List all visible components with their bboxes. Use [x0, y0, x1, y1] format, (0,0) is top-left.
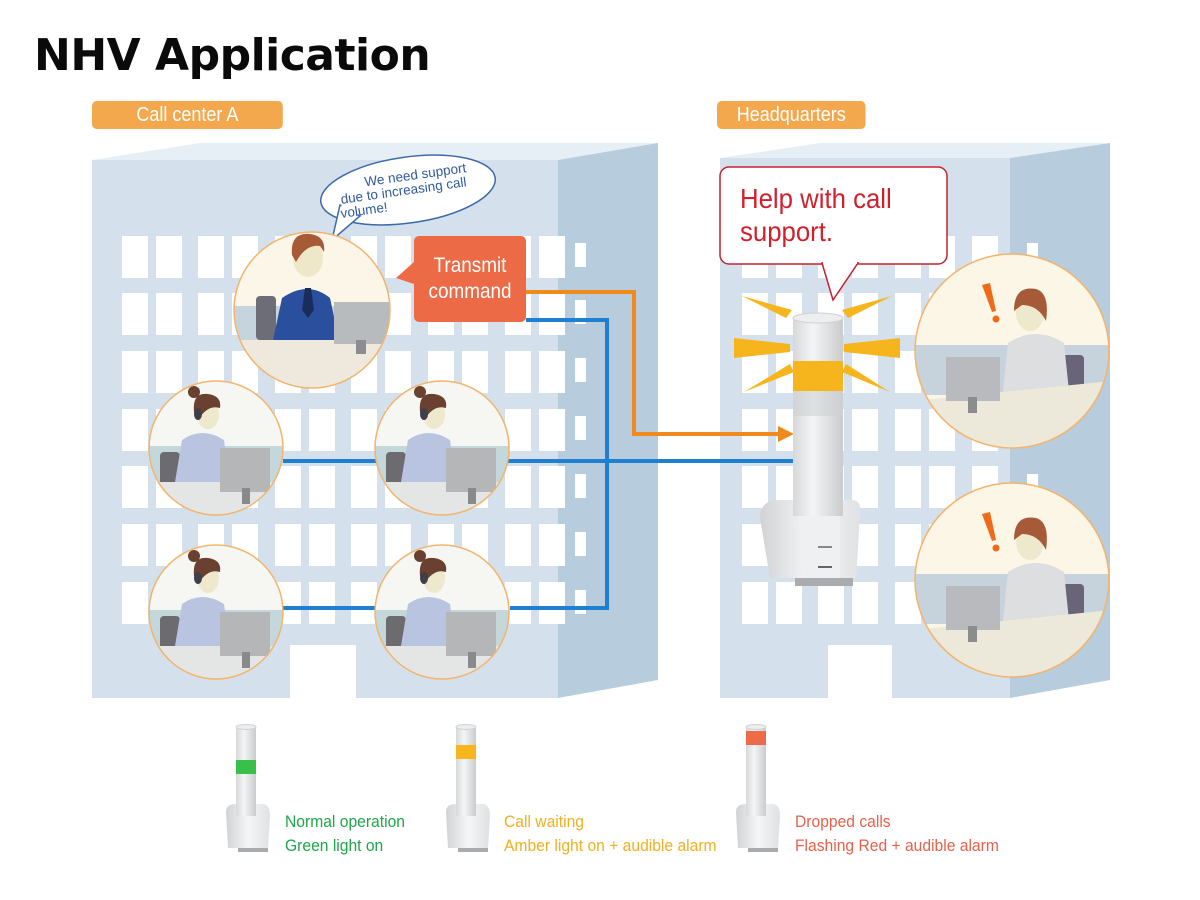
legend-green-light	[236, 760, 256, 774]
window	[122, 236, 148, 278]
window	[122, 466, 148, 508]
legend-tower-amber	[446, 724, 490, 852]
legend-state: Dropped calls	[795, 812, 891, 831]
exclamation-icon	[982, 283, 1000, 323]
window	[122, 293, 148, 335]
window	[385, 351, 411, 393]
window	[351, 409, 377, 451]
window	[505, 524, 531, 566]
signal-tower	[734, 296, 900, 586]
window	[309, 524, 335, 566]
legend-state: Normal operation	[285, 812, 405, 831]
window	[156, 351, 182, 393]
alert-line: support.	[740, 216, 834, 247]
alert-line: Help with call	[740, 183, 892, 214]
window	[309, 466, 335, 508]
legend-detail: Green light on	[285, 836, 384, 855]
hq-alert-bubble	[719, 166, 948, 302]
legend-amber-light	[456, 745, 476, 759]
transmit-pointer	[396, 262, 414, 284]
window	[742, 293, 768, 335]
command-line	[526, 290, 794, 442]
tower-amber-light	[793, 361, 843, 391]
operator-portraits	[148, 380, 510, 680]
window	[122, 582, 148, 624]
window	[122, 409, 148, 451]
window	[929, 466, 955, 508]
window	[852, 293, 878, 335]
window	[575, 474, 586, 498]
hq-staff-portraits	[914, 253, 1110, 678]
window	[198, 236, 224, 278]
legend-tower-green	[226, 724, 270, 852]
window	[539, 582, 565, 624]
call-center-side-windows	[575, 243, 586, 614]
legend-detail: Amber light on + audible alarm	[504, 836, 717, 855]
light-rays-icon	[734, 296, 900, 392]
window	[198, 293, 224, 335]
legend-item-dropped-calls: Dropped calls Flashing Red + audible ala…	[795, 810, 999, 858]
window	[575, 532, 586, 556]
window	[742, 582, 768, 624]
legend-item-call-waiting: Call waiting Amber light on + audible al…	[504, 810, 717, 858]
hq-staff-portrait	[915, 483, 1109, 677]
window	[539, 351, 565, 393]
headquarters-label: Headquarters	[717, 101, 866, 129]
manager-speech-bubble	[319, 154, 497, 243]
page-title: NHV Application	[34, 30, 431, 81]
window	[351, 466, 377, 508]
window	[351, 524, 377, 566]
window	[539, 409, 565, 451]
hq-entrance	[828, 645, 892, 698]
window	[539, 524, 565, 566]
window	[539, 236, 565, 278]
network-lines	[283, 318, 795, 610]
window	[852, 409, 878, 451]
window	[351, 582, 377, 624]
window	[309, 409, 335, 451]
window	[539, 293, 565, 335]
call-center-entrance	[290, 645, 356, 698]
window	[776, 582, 802, 624]
transmit-line: command	[428, 280, 512, 303]
transmit-command-callout: Transmit command	[414, 236, 526, 322]
window	[742, 466, 768, 508]
window	[575, 416, 586, 440]
window	[275, 466, 301, 508]
legend-red-light	[746, 731, 766, 745]
window	[309, 582, 335, 624]
legend-state: Call waiting	[504, 812, 584, 831]
window	[539, 466, 565, 508]
legend-detail: Flashing Red + audible alarm	[795, 836, 999, 855]
window	[895, 409, 921, 451]
call-center-label: Call center A	[92, 101, 283, 129]
network-line-bus	[510, 318, 609, 610]
window	[1027, 243, 1038, 267]
window	[505, 351, 531, 393]
legend-tower-red	[736, 724, 780, 852]
window	[895, 466, 921, 508]
exclamation-icon	[982, 512, 1000, 552]
legend-towers	[226, 724, 780, 852]
window	[156, 293, 182, 335]
window	[575, 300, 586, 324]
window	[275, 524, 301, 566]
transmit-line: Transmit	[433, 254, 507, 277]
window	[505, 466, 531, 508]
window	[575, 243, 586, 267]
window	[852, 582, 878, 624]
legend-item-normal: Normal operation Green light on	[285, 810, 405, 858]
arrow-head-icon	[778, 426, 794, 442]
window	[156, 236, 182, 278]
window	[122, 524, 148, 566]
window	[818, 582, 844, 624]
window	[742, 409, 768, 451]
window	[895, 293, 921, 335]
window	[575, 590, 586, 614]
window	[575, 358, 586, 382]
window	[122, 351, 148, 393]
hq-alert-text: Help with call support.	[740, 182, 892, 248]
